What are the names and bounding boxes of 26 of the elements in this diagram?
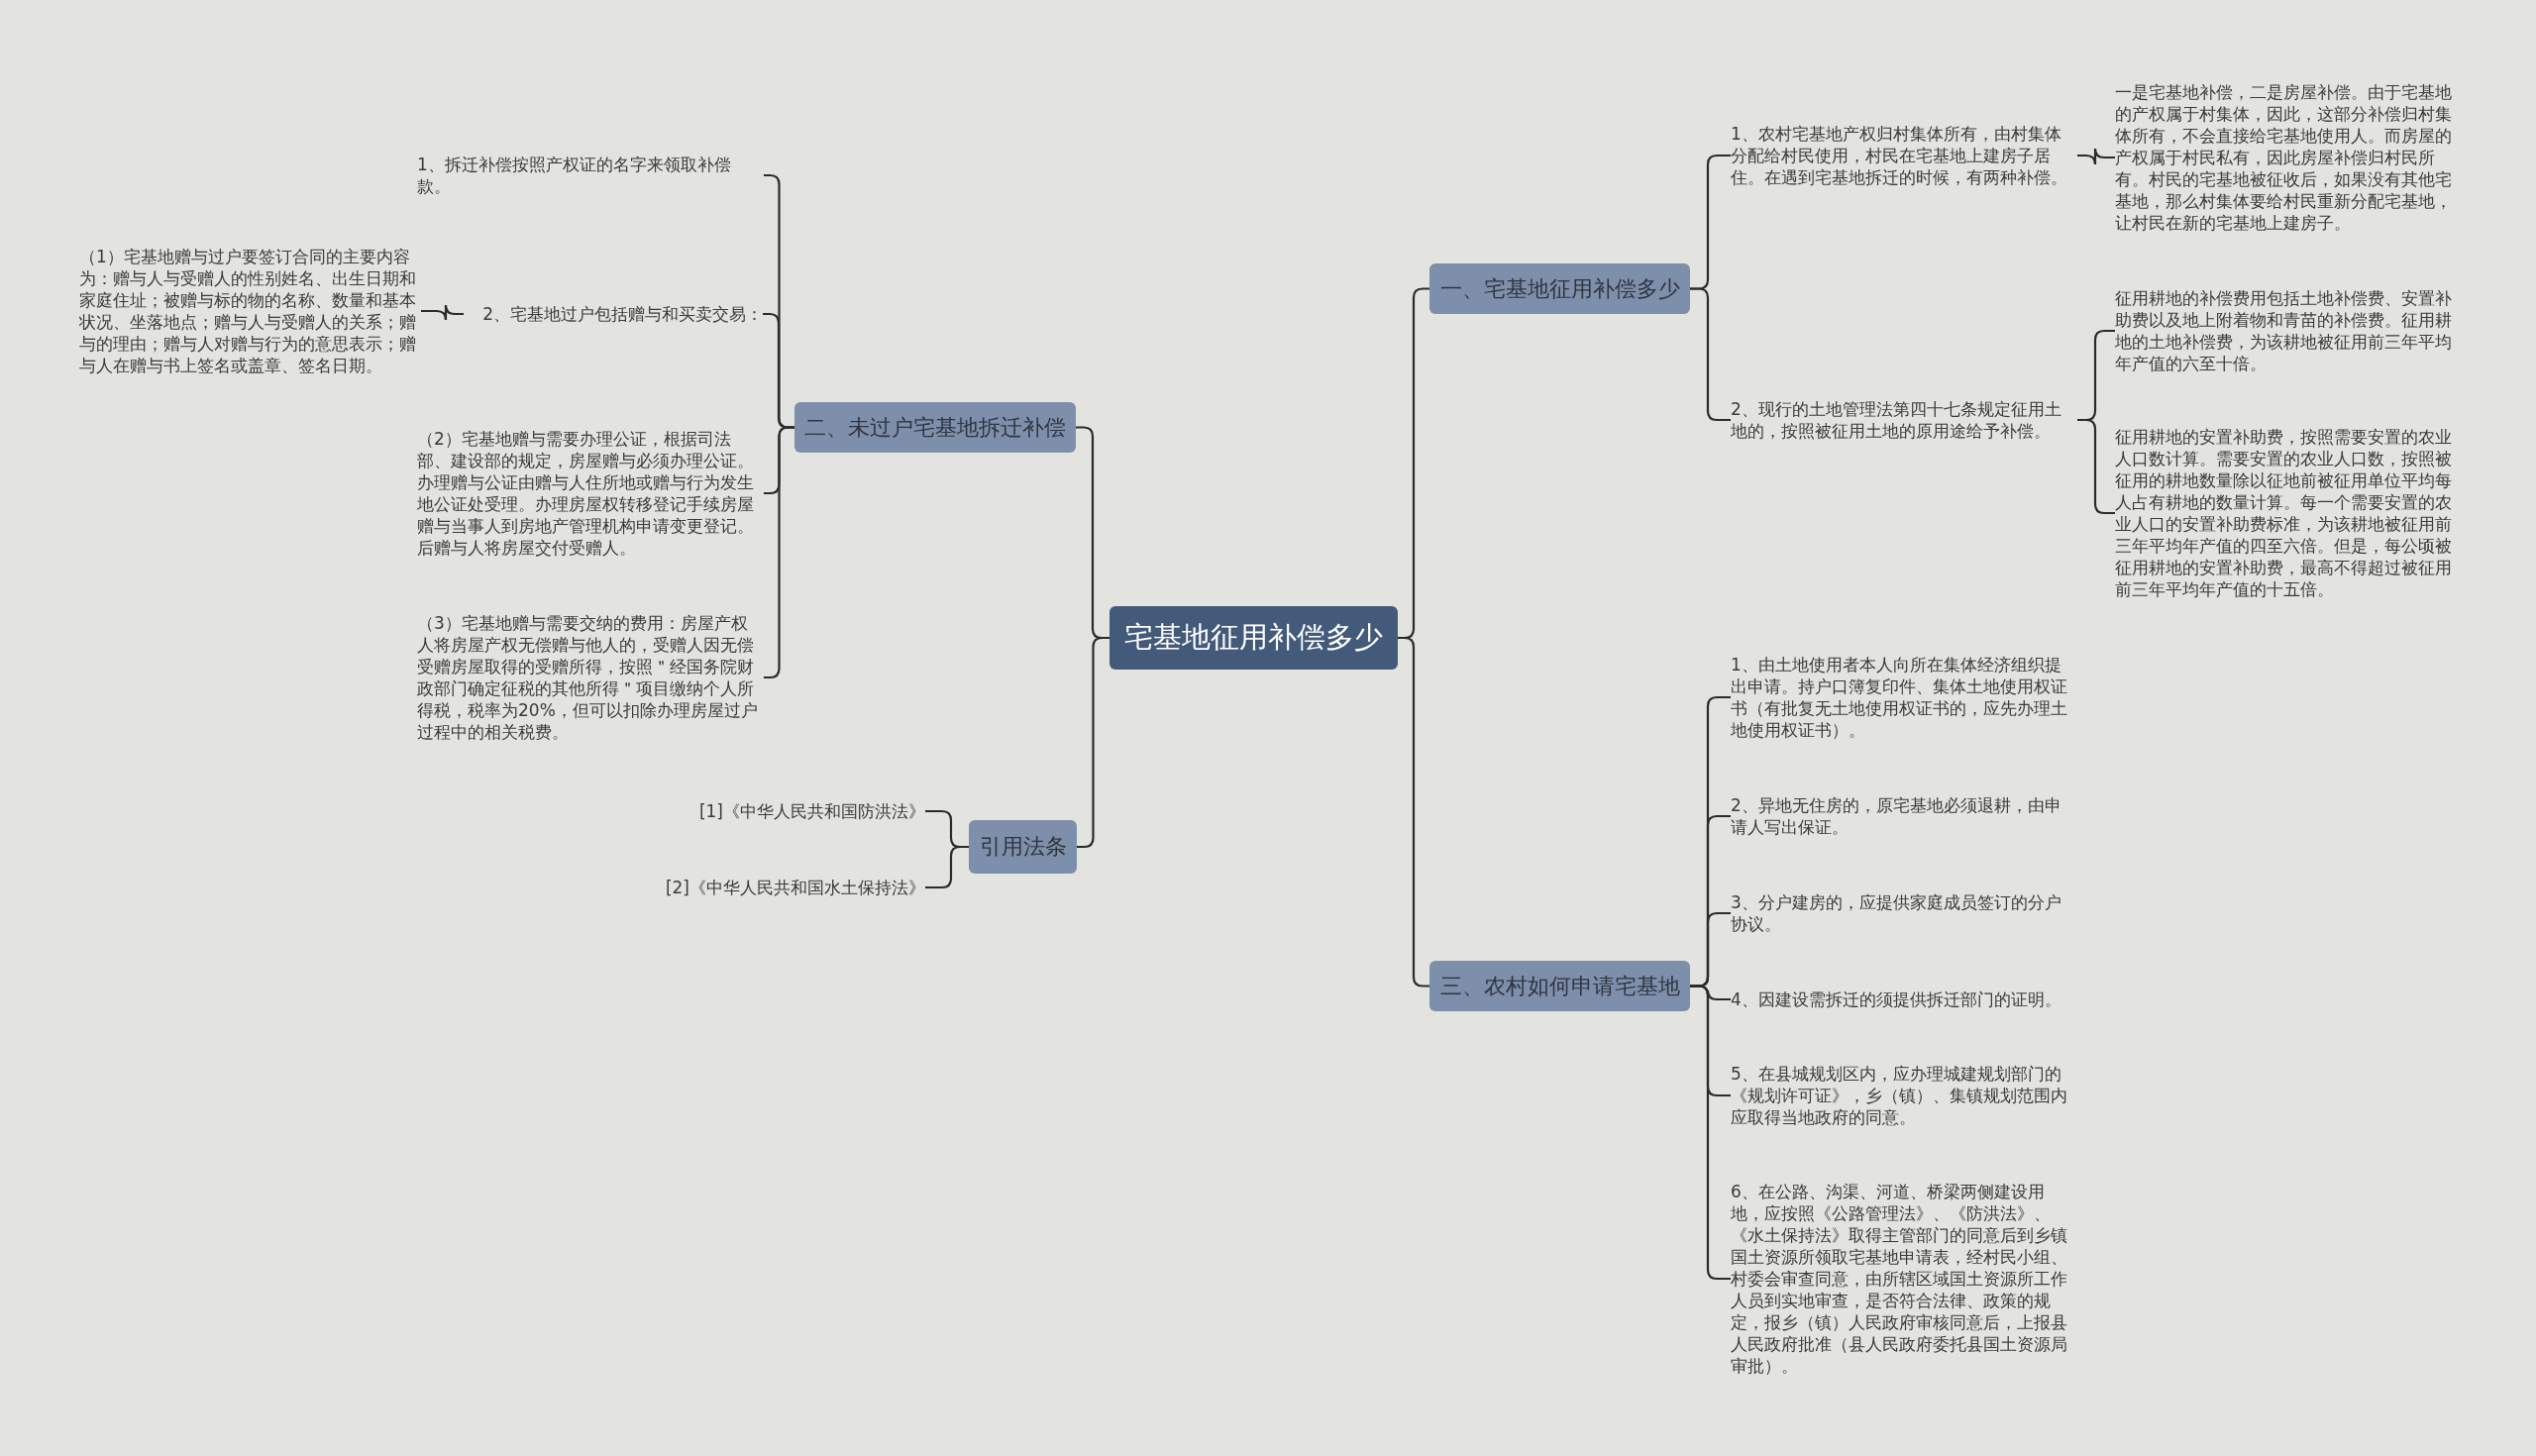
topic-text: 2、宅基地过户包括赠与和买卖交易： (464, 303, 763, 325)
topic-text: 征用耕地的安置补助费，按照需要安置的农业人口数计算。需要安置的农业人口数，按照被征用的耕地数量除以征地前被征用单位平均每人占有耕地的数量计算。每一个需要安置的农业人口的安置补助费标准，为该耕地被征用前三年平均年产值的四至六倍。但是，每公顷被征用耕地的安置补助费，最高不得超过被征用前三年平均年产值的十五倍。 (2115, 426, 2462, 600)
topic-box: 一、宅基地征用补偿多少 (1429, 263, 1690, 314)
topic-text: （3）宅基地赠与需要交纳的费用：房屋产权人将房屋产权无偿赠与他人的，受赠人因无偿受赠房屋取得的受赠所得，按照＂经国务院财政部门确定征税的其他所得＂项目缴纳个人所得税，税率为20%，但可以扣除办理房屋过户过程中的相关税费。 (417, 612, 764, 743)
topic-box: 二、未过户宅基地拆迁补偿 (794, 402, 1076, 453)
topic-text: 5、在县城规划区内，应办理城建规划部门的《规划许可证》，乡（镇）、集镇规划范围内应取得当地政府的同意。 (1731, 1063, 2077, 1128)
topic-text: 1、拆迁补偿按照产权证的名字来领取补偿款。 (417, 154, 764, 197)
connector-line (925, 845, 969, 889)
topic-box: 引用法条 (969, 820, 1077, 874)
topic-box: 三、农村如何申请宅基地 (1429, 961, 1690, 1011)
topic-text: 4、因建设需拆迁的须提供拆迁部门的证明。 (1731, 988, 2077, 1010)
topic-text: 1、由土地使用者本人向所在集体经济组织提出申请。持户口簿复印件、集体土地使用权证书（有批复无土地使用权证书的，应先办理土地使用权证书）。 (1731, 654, 2077, 741)
connector-line (421, 303, 464, 322)
topic-text: [1]《中华人民共和国防洪法》 (614, 800, 925, 822)
topic-text: [2]《中华人民共和国水土保持法》 (614, 877, 925, 898)
topic-text: 征用耕地的补偿费用包括土地补偿费、安置补助费以及地上附着物和青苗的补偿费。征用耕地的土地补偿费，为该耕地被征用前三年平均年产值的六至十倍。 (2115, 287, 2462, 374)
topic-text: 2、异地无住房的，原宅基地必须退耕，由申请人写出保证。 (1731, 794, 2077, 838)
topic-text: （1）宅基地赠与过户要签订合同的主要内容为：赠与人与受赠人的性别姓名、出生日期和家庭住址；被赠与标的物的名称、数量和基本状况、坐落地点；赠与人与受赠人的关系；赠与的理由；赠与人对赠与行为的意思表示；赠与人在赠与书上签名或盖章、签名日期。 (79, 246, 421, 376)
topic-text: 一是宅基地补偿，二是房屋补偿。由于宅基地的产权属于村集体，因此，这部分补偿归村集体所有，不会直接给宅基地使用人。而房屋的产权属于村民私有，因此房屋补偿归村民所有。村民的宅基地被征收后，如果没有其他宅基地，那么村集体要给村民重新分配宅基地，让村民在新的宅基地上建房子。 (2115, 81, 2462, 234)
topic-text: 6、在公路、沟渠、河道、桥梁两侧建设用地，应按照《公路管理法》、《防洪法》、《水土保持法》取得主管部门的同意后到乡镇国土资源所领取宅基地申请表，经村民小组、村委会审查同意，由所辖区域国土资源所工作人员到实地审查，是否符合法律、政策的规定，报乡（镇）人民政府审核同意后，上报县人民政府批准（县人民政府委托县国土资源局审批）。 (1731, 1181, 2077, 1377)
topic-text: 3、分户建房的，应提供家庭成员签订的分户协议。 (1731, 891, 2077, 935)
topic-text: 2、现行的土地管理法第四十七条规定征用土地的，按照被征用土地的原用途给予补偿。 (1731, 398, 2077, 442)
topic-text: 1、农村宅基地产权归村集体所有，由村集体分配给村民使用，村民在宅基地上建房子居住。在遇到宅基地拆迁的时候，有两种补偿。 (1731, 123, 2077, 188)
topic-text: （2）宅基地赠与需要办理公证，根据司法部、建设部的规定，房屋赠与必须办理公证。办理赠与公证由赠与人住所地或赠与行为发生地公证处受理。办理房屋权转移登记手续房屋赠与当事人到房地产管理机构申请变更登记。后赠与人将房屋交付受赠人。 (417, 428, 764, 559)
connector-line (2077, 147, 2115, 166)
central-topic-box: 宅基地征用补偿多少 (1110, 606, 1398, 670)
